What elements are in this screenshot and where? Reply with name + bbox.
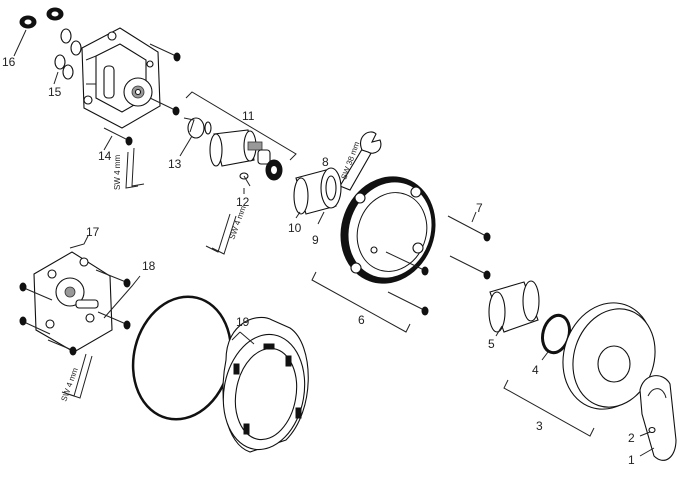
part-11-cartridge	[209, 129, 283, 181]
label-15: 15	[48, 85, 62, 99]
label-17: 17	[86, 225, 100, 239]
part-6-screw-b	[387, 291, 429, 316]
label-7: 7	[476, 201, 483, 215]
part-1-handle	[639, 375, 677, 461]
part-19-sleeve	[222, 316, 309, 453]
part-9-10-sleeve	[293, 167, 342, 215]
part-15-orings	[54, 54, 74, 80]
part-13-clip	[183, 117, 212, 139]
label-9: 9	[312, 233, 319, 247]
label-2: 2	[628, 431, 635, 445]
label-12: 12	[236, 195, 250, 209]
hex-key-12: SW 4 mm	[205, 204, 248, 255]
label-3: 3	[536, 419, 543, 433]
hex-key-14: SW 4 mm	[113, 147, 145, 190]
label-13: 13	[168, 157, 182, 171]
label-8: 8	[322, 155, 329, 169]
part-14-screw	[103, 127, 133, 146]
part-6-screw-a	[385, 251, 429, 276]
label-19: 19	[236, 315, 250, 329]
label-14: 14	[98, 149, 112, 163]
label-10: 10	[288, 221, 302, 235]
part-12-screw	[239, 172, 251, 187]
hex-key-17: SW 4 mm	[59, 353, 93, 403]
part-16-seats	[19, 7, 82, 56]
valve-body	[81, 27, 161, 129]
part-2-screw	[648, 426, 656, 434]
label-11: 11	[242, 109, 255, 123]
tool-label-12: SW 4 mm	[227, 204, 248, 240]
screw-mid	[149, 97, 180, 116]
label-6: 6	[358, 313, 365, 327]
part-7-screws	[447, 215, 491, 280]
part-3-escutcheon	[562, 302, 656, 410]
label-5: 5	[488, 337, 495, 351]
tool-label-14: SW 4 mm	[113, 155, 122, 190]
part-6-mounting-plate	[340, 176, 436, 284]
label-4: 4	[532, 363, 539, 377]
label-16: 16	[2, 55, 16, 69]
screw-top	[149, 43, 181, 62]
label-1: 1	[628, 453, 635, 467]
part-5-sleeve	[488, 280, 540, 333]
label-18: 18	[142, 259, 156, 273]
part-17-screws	[19, 269, 131, 356]
part-17-valve-body	[33, 251, 113, 353]
